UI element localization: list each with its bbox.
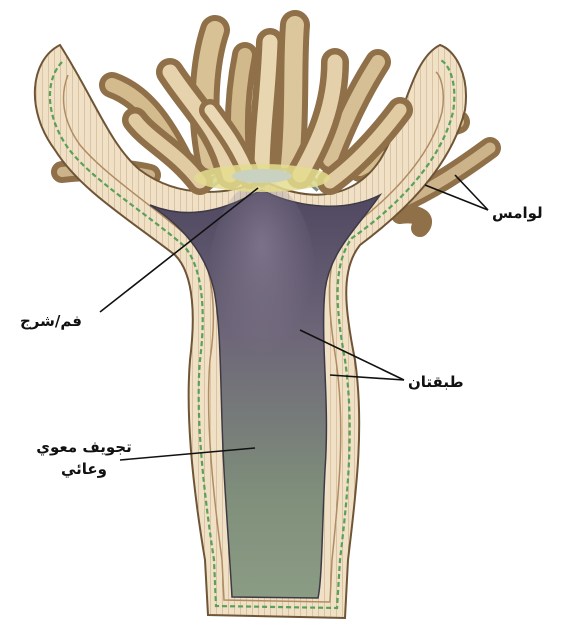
label-two-layers: طبقتان xyxy=(408,371,464,393)
tentacles-leader-line-2 xyxy=(455,175,488,210)
label-gastrovascular-cavity: تجويف معوي وعائي xyxy=(28,436,140,480)
label-tentacles: لوامس xyxy=(492,202,543,224)
hypostome xyxy=(194,164,330,192)
label-cavity-line1: تجويف معوي xyxy=(28,436,140,458)
label-mouth-anus: فم/شرج xyxy=(20,310,82,332)
label-cavity-line2: وعائي xyxy=(28,458,140,480)
